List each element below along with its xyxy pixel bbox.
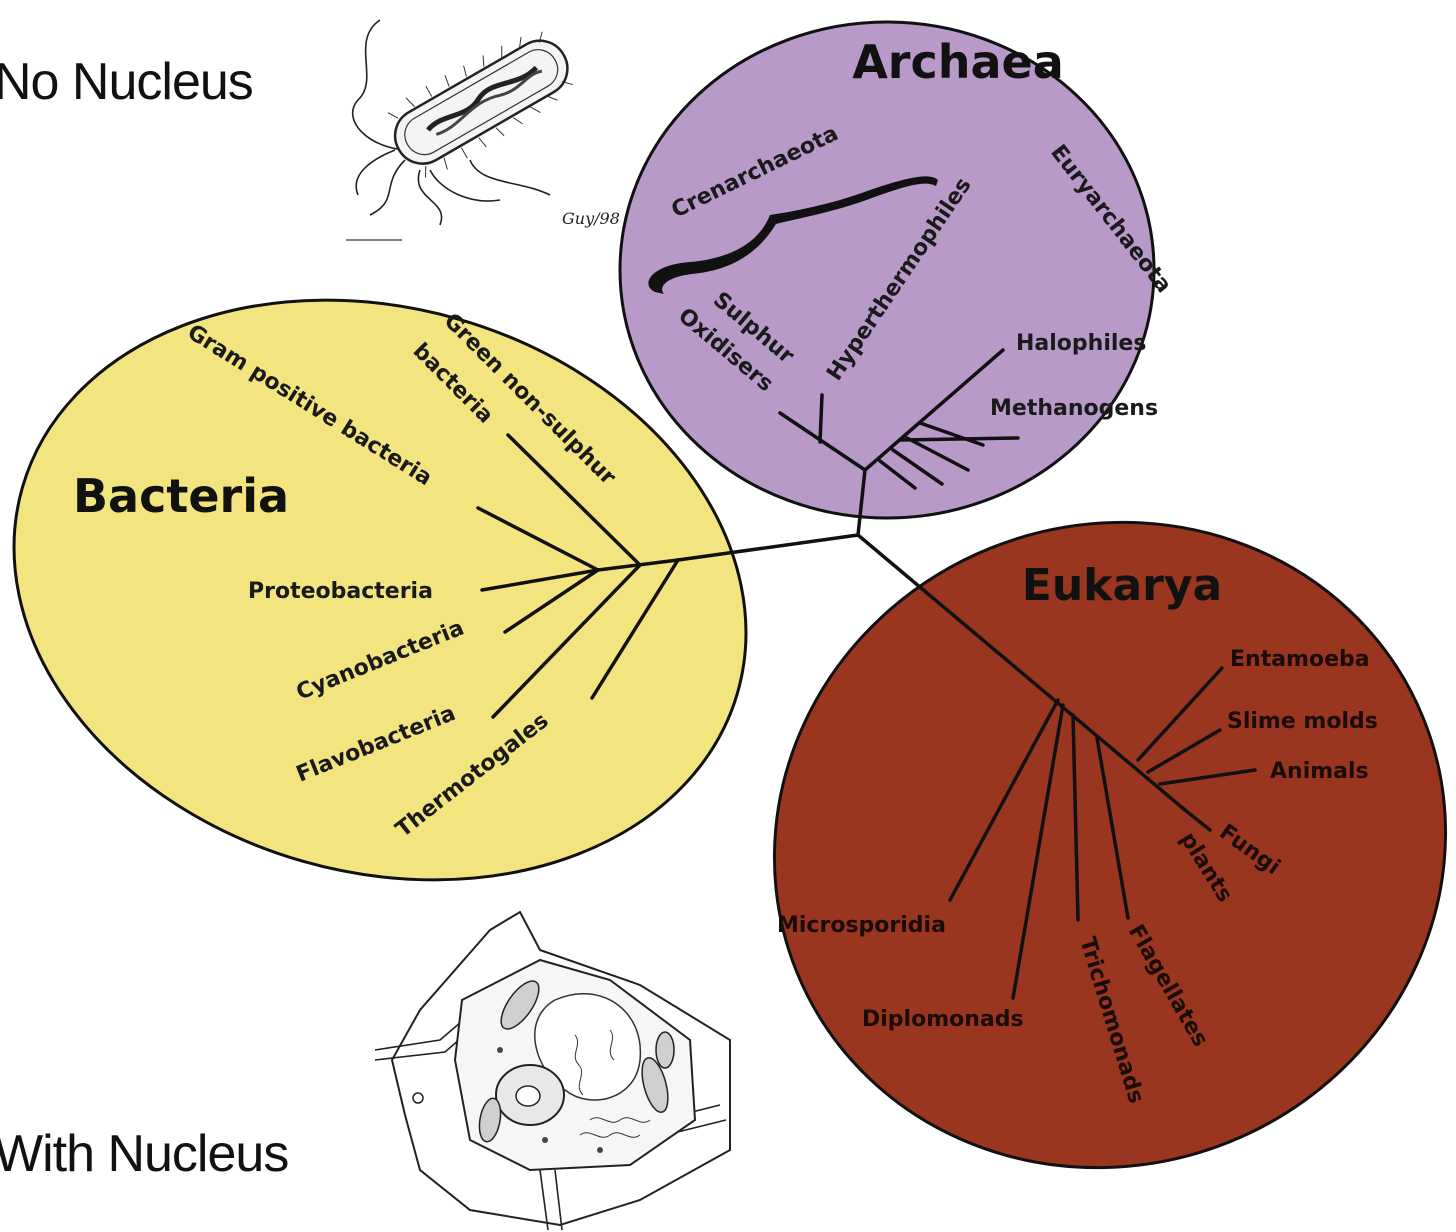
prokaryote-cell-illustration: Guy/98 [345, 5, 620, 245]
label-methanogens: Methanogens [990, 396, 1158, 421]
bacteria-title: Bacteria [73, 469, 289, 523]
caption-with-nucleus: With Nucleus [0, 1124, 288, 1184]
label-microsporidia: Microsporidia [777, 913, 946, 938]
label-diplomonads: Diplomonads [862, 1007, 1024, 1032]
label-proteobacteria: Proteobacteria [248, 579, 433, 604]
label-entamoeba: Entamoeba [1230, 647, 1370, 672]
caption-no-nucleus: No Nucleus [0, 52, 253, 112]
label-halophiles: Halophiles [1016, 331, 1146, 356]
eukarya-title: Eukarya [1022, 560, 1222, 611]
prokaryote-sketch-signature: Guy/98 [562, 209, 620, 228]
archaea-title: Archaea [852, 35, 1064, 89]
label-animals: Animals [1270, 759, 1369, 784]
label-slime-molds: Slime molds [1227, 709, 1378, 734]
eukaryote-cell-illustration [375, 912, 730, 1230]
